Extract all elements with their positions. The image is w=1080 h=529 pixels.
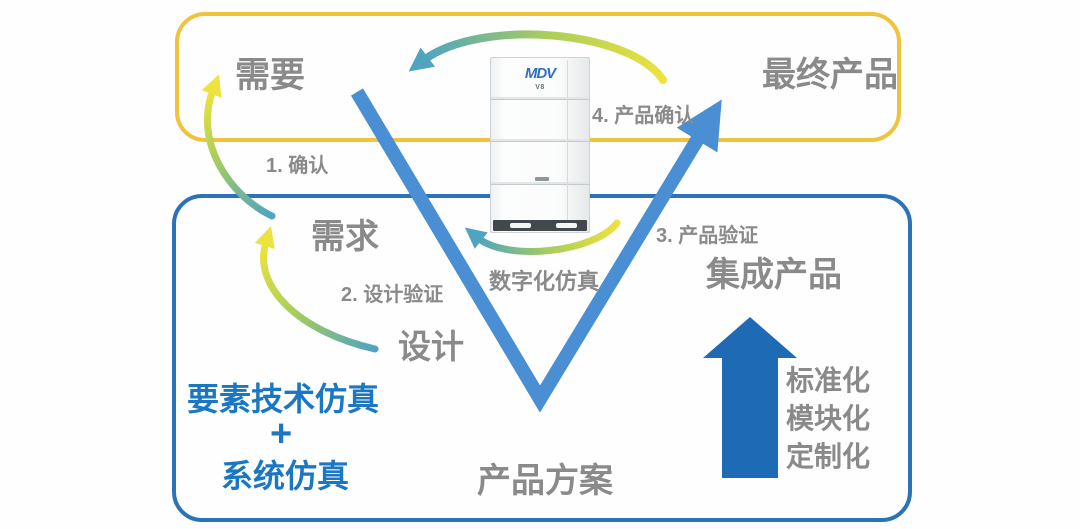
top-cycle-arrow-icon <box>408 30 667 84</box>
confirm-arrow-icon <box>201 74 276 220</box>
digital-sim-cycle-arrow-icon <box>464 219 621 255</box>
step2-design-verify-label: 2. 设计验证 <box>341 284 444 306</box>
unit-cabinet: MDV V8 <box>490 57 590 233</box>
design-label: 设计 <box>398 328 464 365</box>
step4-product-confirm-label: 4. 产品确认 <box>592 105 695 127</box>
panel-handle <box>535 177 549 181</box>
panel-seam <box>491 139 589 142</box>
up-arrow-icon <box>703 317 797 478</box>
unit-foot <box>510 223 531 228</box>
final-product-label: 最终产品 <box>762 56 898 94</box>
product-plan-label: 产品方案 <box>477 462 613 500</box>
pillar-customization: 定制化 <box>786 441 871 472</box>
panel-seam <box>491 97 589 100</box>
unit-logo: MDV V8 <box>491 66 589 91</box>
unit-base <box>493 220 587 231</box>
system-simulation-label: 系统仿真 <box>221 458 350 494</box>
digital-simulation-label: 数字化仿真 <box>489 269 600 294</box>
panel-divider <box>567 60 568 220</box>
brand-logo-text: MDV <box>524 65 556 82</box>
step3-product-verify-label: 3. 产品验证 <box>656 225 759 247</box>
step1-confirm-label: 1. 确认 <box>266 155 329 177</box>
requirement-label: 需求 <box>311 218 379 256</box>
need-label: 需要 <box>235 56 306 95</box>
unit-foot <box>556 223 577 228</box>
model-text: V8 <box>535 84 545 91</box>
v-model-arrow-icon <box>350 88 722 413</box>
integrated-product-label: 集成产品 <box>706 256 842 294</box>
pillar-standardization: 标准化 <box>786 365 871 396</box>
panel-seam <box>491 182 589 185</box>
pillar-modularization: 模块化 <box>786 403 871 434</box>
pillars-list: 标准化 模块化 定制化 <box>786 367 870 481</box>
mdv-outdoor-unit-image: MDV V8 <box>490 57 590 233</box>
plus-sign: + <box>270 413 293 455</box>
design-verify-arrow-icon <box>254 225 379 353</box>
element-simulation-label: 要素技术仿真 <box>187 381 380 417</box>
